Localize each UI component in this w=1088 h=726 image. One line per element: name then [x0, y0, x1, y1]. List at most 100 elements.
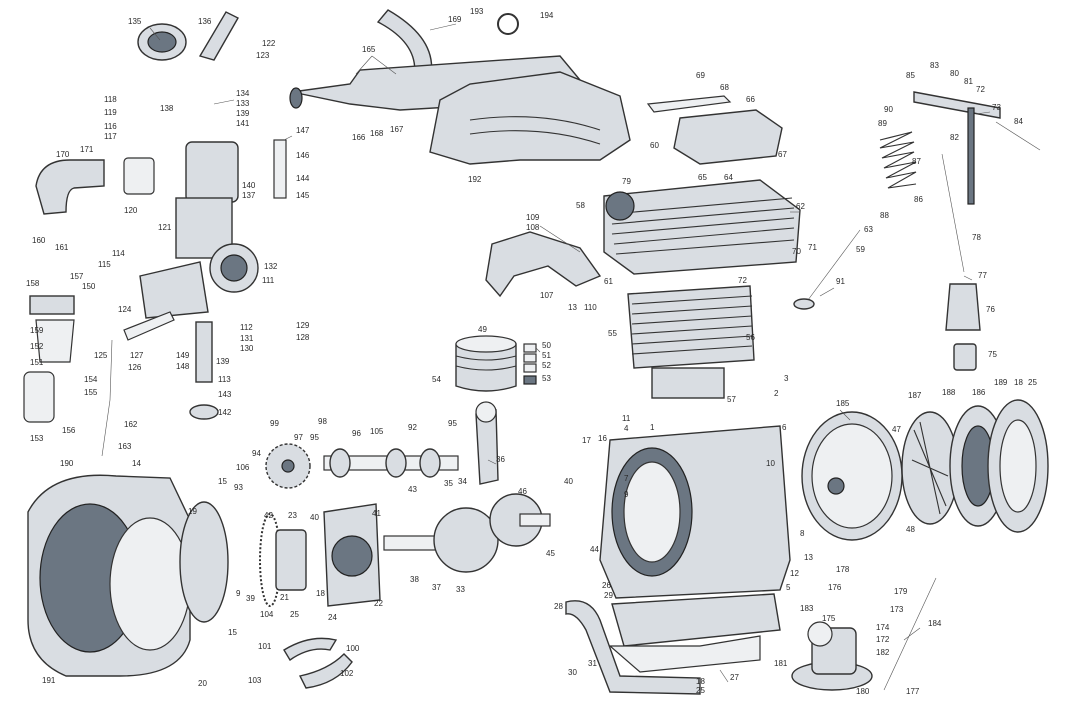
part-label-l145: 145 — [296, 191, 310, 200]
part-label-l115: 115 — [98, 260, 111, 269]
part-label-l169: 169 — [448, 15, 462, 24]
part-label-l27: 27 — [730, 673, 739, 682]
part-label-l185: 185 — [836, 399, 850, 408]
part-label-l72: 72 — [738, 276, 747, 285]
part-label-l143: 143 — [218, 390, 232, 399]
clamp-ring-193 — [497, 13, 519, 35]
part-label-l89: 89 — [878, 119, 887, 128]
part-label-l87: 87 — [912, 157, 921, 166]
part-label-l123: 123 — [256, 51, 270, 60]
part-label-l103: 103 — [248, 676, 262, 685]
part-label-l134: 134 — [236, 89, 250, 98]
part-label-l127: 127 — [130, 351, 144, 360]
part-label-l113: 113 — [218, 375, 231, 384]
part-label-l48: 48 — [906, 525, 915, 534]
part-label-l18b: 18 — [316, 589, 325, 598]
part-label-l168: 168 — [370, 129, 384, 138]
part-label-l187: 187 — [908, 391, 922, 400]
part-label-l9b: 9 — [236, 589, 241, 598]
part-label-l166: 166 — [352, 133, 366, 142]
part-label-l49: 49 — [478, 325, 487, 334]
part-label-l90: 90 — [884, 105, 893, 114]
part-label-l172: 172 — [876, 635, 890, 644]
carburettor-body — [139, 141, 259, 319]
part-label-l114: 114 — [112, 249, 125, 258]
cover-plate-21 — [275, 529, 307, 591]
valve-91 — [793, 229, 861, 310]
part-label-l144: 144 — [296, 174, 310, 183]
part-label-l62: 62 — [796, 202, 805, 211]
part-label-l181: 181 — [774, 659, 788, 668]
part-label-l33: 33 — [456, 585, 465, 594]
part-label-l129: 129 — [296, 321, 310, 330]
timing-gear-99 — [265, 443, 311, 489]
part-label-l5: 5 — [786, 583, 791, 592]
part-label-l18a: 18 — [1014, 378, 1023, 387]
part-label-l10: 10 — [766, 459, 775, 468]
part-label-l142: 142 — [218, 408, 232, 417]
piston-49 — [455, 335, 517, 392]
part-label-l165: 165 — [362, 45, 376, 54]
part-label-l23: 23 — [288, 511, 297, 520]
part-label-l176: 176 — [828, 583, 842, 592]
flywheel-185 — [801, 411, 903, 541]
part-label-l25a: 25 — [1028, 378, 1037, 387]
jet-stack-139 — [189, 321, 219, 420]
part-label-l67: 67 — [778, 150, 787, 159]
part-label-l104: 104 — [260, 610, 274, 619]
valve-spring-87 — [879, 131, 917, 189]
exhaust-pipe-28 — [565, 600, 701, 695]
part-label-l13a: 13 — [568, 303, 577, 312]
part-label-l184: 184 — [928, 619, 942, 628]
part-label-l102: 102 — [340, 669, 354, 678]
part-label-l12: 12 — [790, 569, 799, 578]
part-label-l40b: 40 — [310, 513, 319, 522]
fuel-tap — [29, 295, 75, 363]
part-label-l136: 136 — [198, 17, 212, 26]
air-filter-boot — [137, 23, 187, 61]
part-label-l140: 140 — [242, 181, 256, 190]
part-label-l41: 41 — [372, 509, 381, 518]
part-label-l55: 55 — [608, 329, 617, 338]
part-label-l18c: 18 — [696, 677, 705, 686]
air-intake-elbow-170 — [35, 159, 105, 215]
part-label-l52: 52 — [542, 361, 551, 370]
camshaft-92 — [323, 448, 459, 478]
part-label-l158: 158 — [26, 279, 40, 288]
part-label-l173: 173 — [890, 605, 904, 614]
part-label-l95b: 95 — [448, 419, 457, 428]
part-label-l46: 46 — [518, 487, 527, 496]
needle-jet-146 — [273, 139, 287, 199]
part-label-l189: 189 — [994, 378, 1008, 387]
part-label-l141: 141 — [236, 119, 250, 128]
clutch-cover-189 — [987, 399, 1049, 533]
part-label-l28: 28 — [554, 602, 563, 611]
part-label-l138: 138 — [160, 104, 174, 113]
part-label-l125: 125 — [94, 351, 108, 360]
part-label-l6: 6 — [782, 423, 787, 432]
part-label-l42: 42 — [264, 511, 273, 520]
part-label-l60: 60 — [650, 141, 659, 150]
part-label-l91: 91 — [836, 277, 845, 286]
part-label-l152: 152 — [30, 342, 44, 351]
oil-sump-27 — [608, 593, 781, 673]
part-label-l7: 7 — [624, 474, 629, 483]
part-label-l160: 160 — [32, 236, 46, 245]
drive-shaft-184 — [883, 577, 937, 691]
part-label-l76: 76 — [986, 305, 995, 314]
part-label-l50: 50 — [542, 341, 551, 350]
part-label-l14: 14 — [132, 459, 141, 468]
part-label-l119: 119 — [104, 108, 117, 117]
part-label-l155: 155 — [84, 388, 98, 397]
part-label-l121: 121 — [158, 223, 172, 232]
intake-manifold-107 — [485, 231, 602, 298]
part-label-l139a: 139 — [236, 109, 250, 118]
part-label-l75: 75 — [988, 350, 997, 359]
part-label-l100: 100 — [346, 644, 360, 653]
part-label-l99: 99 — [270, 419, 279, 428]
part-label-l34: 34 — [458, 477, 467, 486]
part-label-l86: 86 — [914, 195, 923, 204]
part-label-l190: 190 — [60, 459, 74, 468]
part-label-l96: 96 — [352, 429, 361, 438]
